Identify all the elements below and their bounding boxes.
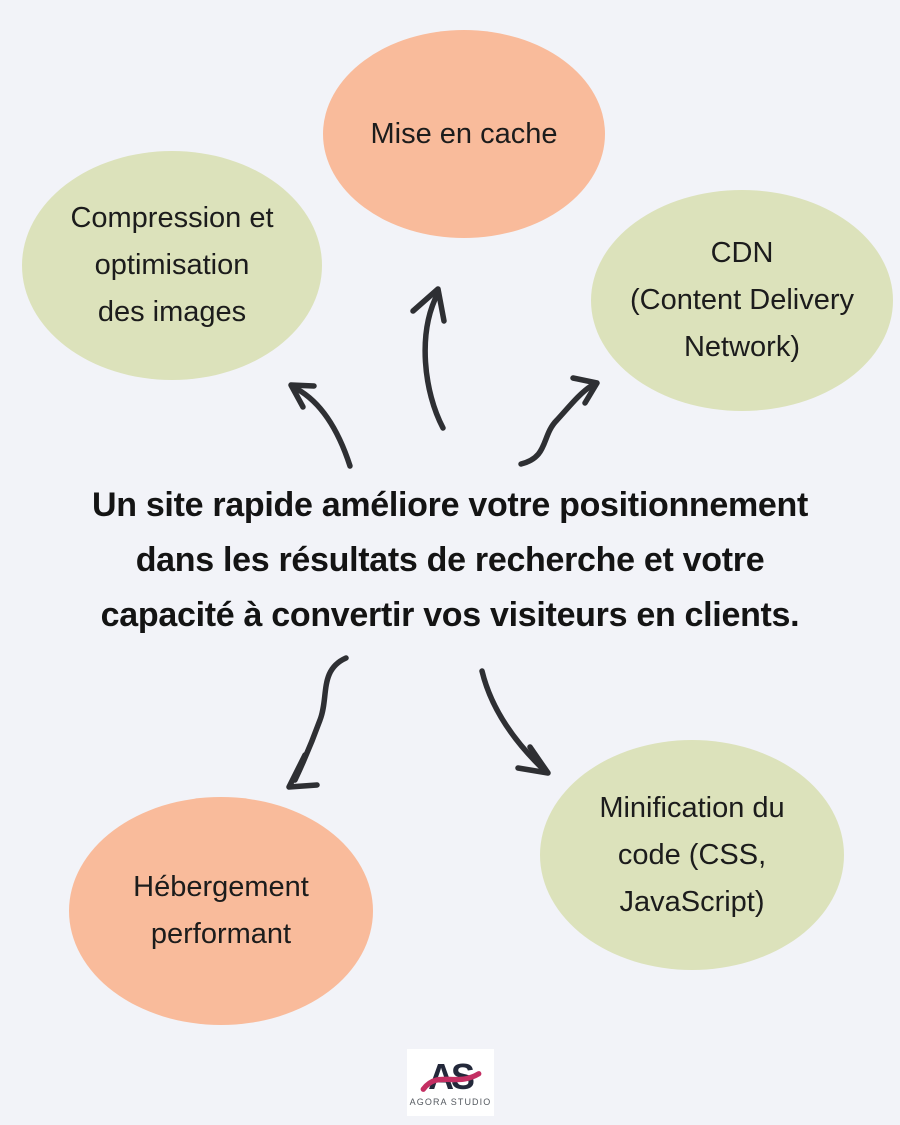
bubble-label-line: JavaScript) bbox=[619, 885, 765, 918]
bubble-label-line: Network) bbox=[683, 331, 800, 363]
bubble-label-line: CDN bbox=[710, 237, 774, 269]
arrow-to-compression bbox=[288, 382, 353, 469]
bubble-label-line: Compression et bbox=[70, 202, 274, 234]
arrow-to-minification bbox=[479, 668, 551, 776]
bubble-label-line: optimisation bbox=[94, 249, 250, 281]
bubble-label-line: (Content Delivery bbox=[629, 284, 855, 316]
bubble-label-line: Mise en cache bbox=[370, 117, 558, 150]
bubble-label-line: Hébergement bbox=[133, 871, 309, 903]
bubble-label-line: des images bbox=[97, 296, 247, 328]
agora-studio-logo: A S AGORA STUDIO bbox=[407, 1049, 494, 1116]
arrow-to-hebergement bbox=[286, 655, 349, 790]
arrow-to-mise-en-cache bbox=[410, 286, 447, 431]
bubble-compression-images: Compression et optimisation des images bbox=[22, 151, 322, 380]
monogram-swoosh bbox=[420, 1071, 481, 1092]
center-message-line: capacité à convertir vos visiteurs en cl… bbox=[100, 596, 800, 634]
center-message: Un site rapide améliore votre positionne… bbox=[0, 478, 900, 643]
bubble-hebergement: Hébergement performant bbox=[69, 797, 373, 1025]
bubble-mise-en-cache: Mise en cache bbox=[323, 30, 605, 238]
bubble-label-line: code (CSS, bbox=[617, 838, 767, 871]
bubble-cdn: CDN (Content Delivery Network) bbox=[591, 190, 893, 411]
studio-name: AGORA STUDIO bbox=[409, 1097, 492, 1107]
bubble-minification: Minification du code (CSS, JavaScript) bbox=[540, 740, 844, 970]
bubble-label-line: performant bbox=[150, 918, 292, 950]
arrow-to-cdn bbox=[518, 375, 600, 467]
agora-studio-monogram-icon: A S bbox=[420, 1058, 481, 1096]
bubble-label-line: Minification du bbox=[599, 791, 785, 824]
center-message-line: dans les résultats de recherche et votre bbox=[135, 541, 765, 579]
center-message-line: Un site rapide améliore votre positionne… bbox=[91, 486, 809, 524]
